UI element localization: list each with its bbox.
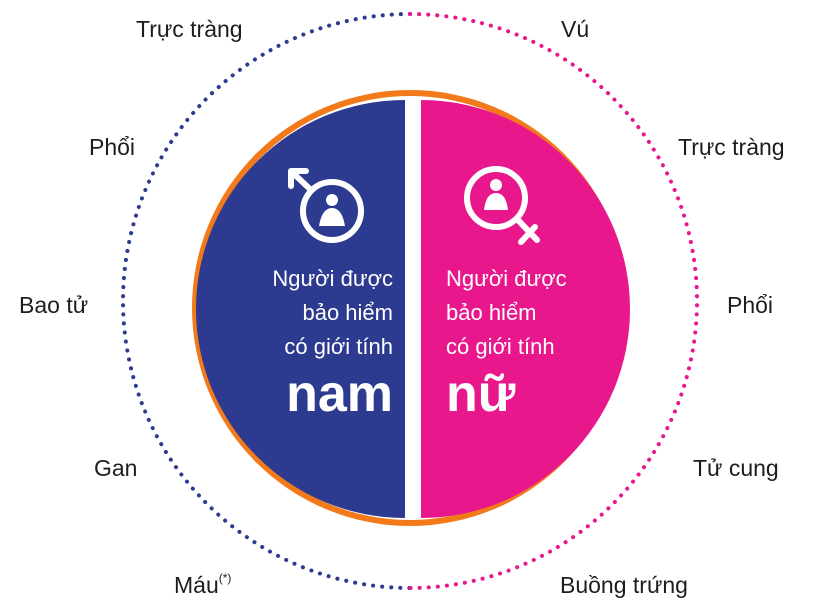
female-label-rectum: Trực tràng — [678, 134, 785, 160]
male-label-stomach: Bao tử — [19, 292, 89, 318]
female-panel-line3: có giới tính — [446, 334, 555, 359]
female-half — [421, 100, 630, 518]
female-gender-label: nữ — [446, 365, 516, 423]
male-symbol-icon — [288, 168, 364, 243]
male-label-blood: Máu — [174, 572, 219, 598]
male-panel-text: Người được bảo hiểm có giới tính nam — [272, 262, 393, 424]
female-label-breast: Vú — [561, 16, 590, 42]
male-panel-line3: có giới tính — [284, 334, 393, 359]
male-label-blood-group: Máu(*) — [174, 571, 232, 598]
male-half — [196, 100, 405, 518]
male-label-lung: Phổi — [89, 134, 136, 160]
female-panel-line2: bảo hiểm — [446, 300, 537, 325]
blood-footnote-marker: (*) — [218, 571, 232, 585]
male-panel-line2: bảo hiểm — [302, 300, 393, 325]
male-label-liver: Gan — [94, 455, 138, 481]
female-label-lung: Phổi — [727, 292, 774, 318]
male-panel-line1: Người được — [272, 266, 393, 291]
female-label-ovary: Buồng trứng — [560, 572, 688, 598]
female-label-uterus: Tử cung — [693, 455, 779, 481]
female-symbol-icon — [464, 166, 540, 245]
female-panel-text: Người được bảo hiểm có giới tính nữ — [446, 262, 567, 424]
female-panel-line1: Người được — [446, 266, 567, 291]
male-gender-label: nam — [286, 365, 393, 423]
male-label-rectum: Trực tràng — [136, 16, 243, 42]
